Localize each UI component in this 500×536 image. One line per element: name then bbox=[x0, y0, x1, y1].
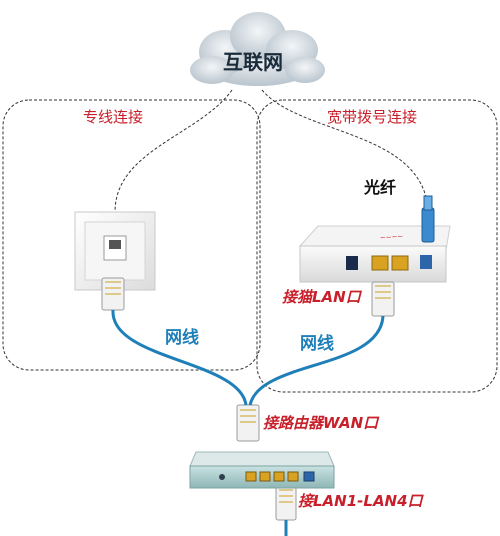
cable-left bbox=[111, 309, 248, 406]
router-wan-label: 接路由器WAN口 bbox=[263, 414, 379, 432]
router-lan-label: 接LAN1-LAN4口 bbox=[298, 492, 423, 510]
router-icon bbox=[189, 451, 335, 489]
rj45-plug-icon bbox=[371, 281, 395, 317]
modem-lan-label: 接猫LAN口 bbox=[282, 288, 361, 306]
left-group-box bbox=[2, 99, 261, 371]
cable-label-right: 网线 bbox=[300, 334, 334, 354]
cable-label-left: 网线 bbox=[165, 328, 199, 348]
cable-right bbox=[248, 315, 385, 406]
rj45-plug-icon bbox=[101, 277, 125, 311]
dashed-line-right bbox=[261, 89, 429, 209]
rj45-plug-icon bbox=[236, 404, 260, 442]
left-group-title: 专线连接 bbox=[83, 108, 144, 126]
cloud-icon bbox=[190, 12, 325, 86]
cloud-label: 互联网 bbox=[223, 50, 283, 74]
rj45-plug-icon bbox=[275, 485, 297, 521]
right-group-title: 宽带拨号连接 bbox=[327, 108, 418, 126]
right-group-box bbox=[256, 99, 498, 393]
dashed-line-left bbox=[114, 89, 233, 213]
fiber-label: 光纤 bbox=[364, 178, 397, 197]
wall-socket-icon bbox=[74, 211, 156, 291]
optical-modem-icon: ~~~~ bbox=[298, 225, 451, 283]
svg-text:~~~~: ~~~~ bbox=[380, 232, 404, 242]
fiber-connector-icon bbox=[421, 195, 435, 243]
